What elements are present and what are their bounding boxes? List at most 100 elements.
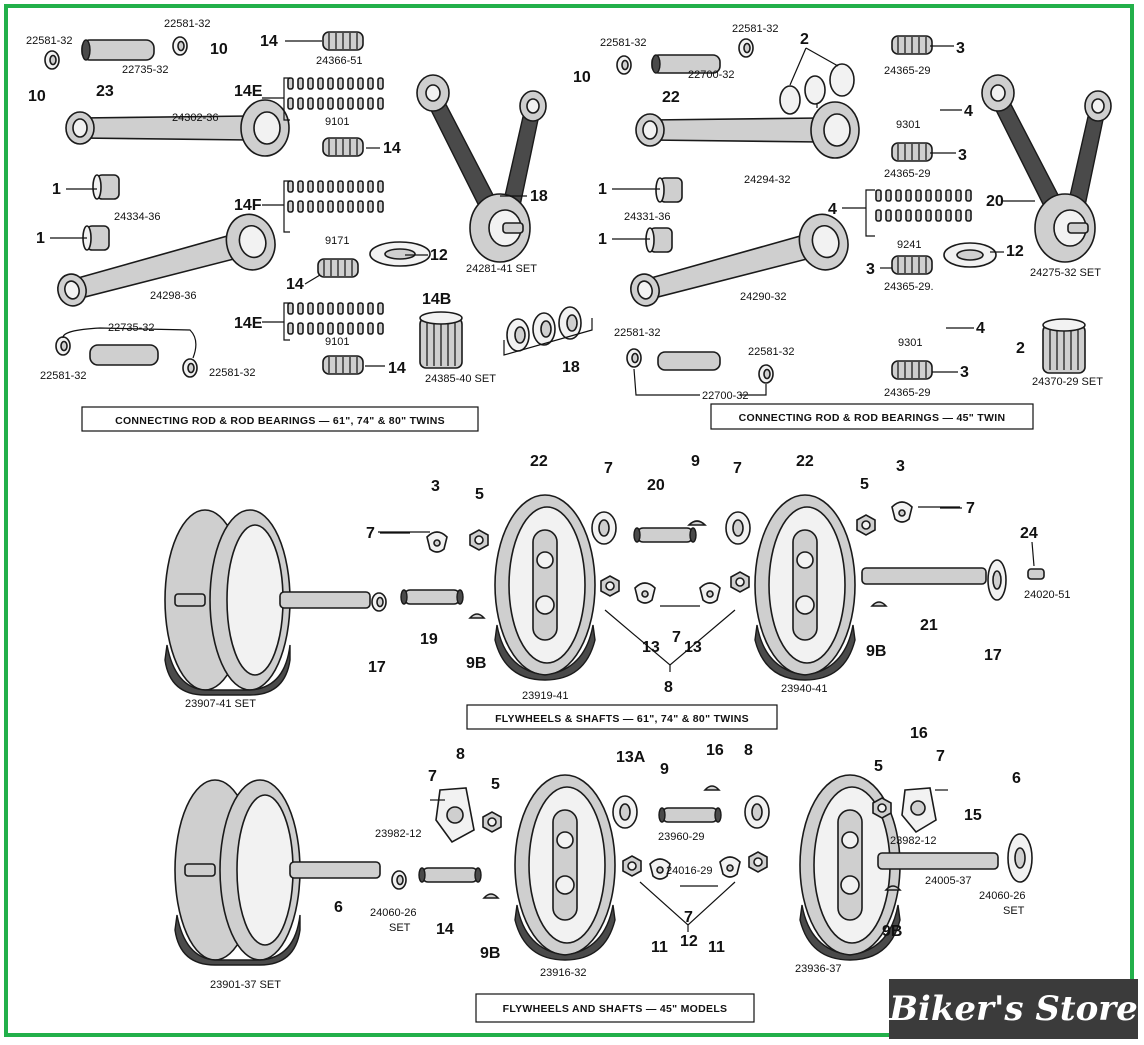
callout-number: 23 (96, 83, 114, 100)
callout-labels: 10 23 10 14 14E 14 1 14F 18 1 12 14 14B … (28, 31, 1038, 962)
callout-number: 9 (660, 761, 669, 778)
callout-number: 1 (36, 230, 45, 247)
callout-number: 10 (28, 88, 46, 105)
callout-number: 9B (466, 655, 486, 672)
callout-number: 9B (480, 945, 500, 962)
part-number: 22581-32 (732, 23, 779, 35)
part-number: 22735-32 (122, 64, 169, 76)
part-number: 22581-32 (600, 37, 647, 49)
part-number: 24275-32 SET (1030, 267, 1101, 279)
callout-number: 2 (1016, 340, 1025, 357)
callout-number: 10 (210, 41, 228, 58)
part-number: 24290-32 (740, 291, 787, 303)
caption-box-3 (466, 704, 778, 730)
callout-number: 14 (436, 921, 454, 938)
leader-lines (50, 40, 1035, 567)
caption-3: FLYWHEELS & SHAFTS — 61", 74" & 80" TWIN… (495, 713, 749, 725)
callout-number: 5 (491, 776, 500, 793)
callout-number: 18 (562, 359, 580, 376)
part-number: 9101 (325, 116, 349, 128)
wrist-pin-22 (651, 54, 721, 74)
part-number: 24005-37 (925, 875, 972, 887)
part-number: 24331-36 (624, 211, 671, 223)
part-number: 23936-37 (795, 963, 842, 975)
callout-number: 13 (684, 639, 702, 656)
callout-number: 7 (672, 629, 681, 646)
callout-number: 14F (234, 197, 262, 214)
callout-number: 12 (430, 247, 448, 264)
caption-1: CONNECTING ROD & ROD BEARINGS — 61", 74"… (115, 415, 445, 427)
part-number: 24060-26 (979, 890, 1026, 902)
callout-number: 4 (964, 103, 973, 120)
callout-number: 1 (598, 181, 607, 198)
callout-number: 22 (796, 453, 814, 470)
part-number: 23916-32 (540, 967, 587, 979)
flywheel-section-big-twins (164, 494, 1045, 696)
cage-bearing-14b (419, 311, 463, 369)
callout-number: 18 (530, 188, 548, 205)
part-number: 22581-32 (209, 367, 256, 379)
callout-number: 22 (530, 453, 548, 470)
brand-logo-text: Biker's Store (889, 989, 1138, 1029)
callout-number: 9 (691, 453, 700, 470)
callout-number: 14E (234, 83, 263, 100)
part-number: 9301 (898, 337, 922, 349)
part-number: 24016-29 (666, 865, 713, 877)
caption-2: CONNECTING ROD & ROD BEARINGS — 45" TWIN (739, 412, 1006, 424)
part-number: SET (389, 922, 411, 934)
part-number: 24302-36 (172, 112, 219, 124)
callout-number: 4 (976, 320, 985, 337)
part-number: 9101 (325, 336, 349, 348)
part-number: 24370-29 SET (1032, 376, 1103, 388)
part-number: 22700-32 (688, 69, 735, 81)
callout-number: 16 (706, 742, 724, 759)
part-number: 23919-41 (522, 690, 569, 702)
callout-number: 14E (234, 315, 263, 332)
green-frame (4, 4, 1134, 1037)
caption-4: FLYWHEELS AND SHAFTS — 45" MODELS (503, 1003, 728, 1015)
callout-number: 20 (986, 193, 1004, 210)
callout-number: 12 (680, 933, 698, 950)
callout-number: 3 (958, 147, 967, 164)
caption-box-4 (475, 993, 755, 1023)
callout-number: 12 (1006, 243, 1024, 260)
wrist-pin-23 (81, 39, 155, 61)
callout-number: 7 (966, 500, 975, 517)
callout-number: 22 (662, 89, 680, 106)
part-number: 23982-12 (890, 835, 937, 847)
part-number: 24020-51 (1024, 589, 1071, 601)
part-number: 22581-32 (614, 327, 661, 339)
callout-number: 5 (475, 486, 484, 503)
callout-number: 9B (882, 923, 902, 940)
callout-number: 14B (422, 291, 451, 308)
callout-number: 17 (984, 647, 1002, 664)
callout-number: 3 (866, 261, 875, 278)
callout-number: 9B (866, 643, 886, 660)
cage-bearing-2 (1042, 318, 1086, 374)
flywheel-section-45 (174, 774, 1033, 966)
part-number: 23982-12 (375, 828, 422, 840)
callout-number: 13 (642, 639, 660, 656)
callout-number: 7 (428, 768, 437, 785)
brand-banner (889, 979, 1138, 1039)
callout-number: 14 (383, 140, 401, 157)
callout-number: 3 (956, 40, 965, 57)
part-number: 24365-29 (884, 168, 931, 180)
part-number: 24385-40 SET (425, 373, 496, 385)
rod-section-45-twin (616, 35, 1112, 396)
part-number: 24366-51 (316, 55, 363, 67)
part-number: 22581-32 (40, 370, 87, 382)
callout-number: 8 (744, 742, 753, 759)
callout-number: 19 (420, 631, 438, 648)
callout-number: 24 (1020, 525, 1038, 542)
callout-number: 16 (910, 725, 928, 742)
callout-number: 5 (874, 758, 883, 775)
callout-number: 3 (431, 478, 440, 495)
caption-box-2 (710, 403, 1034, 430)
callout-number: 5 (860, 476, 869, 493)
part-number: 24060-26 (370, 907, 417, 919)
part-number: 22581-32 (26, 35, 73, 47)
part-number: 24365-29 (884, 387, 931, 399)
part-number: 22735-32 (108, 322, 155, 334)
callout-number: 15 (964, 807, 982, 824)
